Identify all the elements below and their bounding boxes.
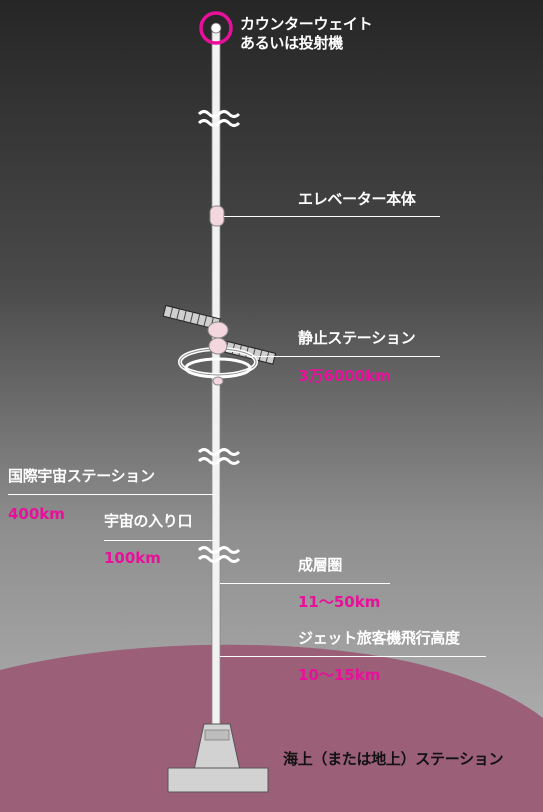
counterweight-label-line1: カウンターウェイト: [240, 15, 373, 33]
leader-line-space-entry: [104, 540, 216, 541]
leader-line-iss: [8, 494, 216, 495]
sea-station-label: 海上（または地上）ステーション: [283, 750, 504, 768]
leader-line-elevator: [224, 216, 440, 217]
iss-altitude: 400km: [8, 505, 65, 523]
jet-altitude-value: 10～15km: [298, 666, 381, 684]
tether-break-mark-lower: [197, 546, 241, 563]
counterweight-label-line2: あるいは投射機: [240, 34, 343, 52]
elevator-label: エレベーター本体: [298, 190, 416, 208]
counterweight-icon: [199, 11, 233, 45]
tether-break-mark-middle: [197, 448, 241, 465]
leader-line-jet-altitude: [220, 656, 486, 657]
stratosphere-altitude: 11～50km: [298, 593, 381, 611]
earth-surface: [0, 644, 543, 812]
leader-line-geo-station: [252, 356, 440, 357]
space-entry-altitude: 100km: [104, 549, 161, 567]
geo-station-label: 静止ステーション: [298, 329, 416, 347]
geo-station-icon: [162, 304, 277, 386]
jet-altitude-label: ジェット旅客機飛行高度: [298, 629, 460, 647]
geo-station-altitude: 3万6000km: [298, 367, 391, 385]
space-entry-label: 宇宙の入り口: [104, 512, 193, 530]
iss-label: 国際宇宙ステーション: [8, 467, 155, 485]
stratosphere-label: 成層圏: [298, 556, 343, 574]
tether-break-mark-upper: [197, 110, 241, 127]
leader-line-stratosphere: [220, 583, 390, 584]
elevator-car-icon: [209, 205, 225, 227]
sea-station-base-icon: [167, 723, 269, 793]
